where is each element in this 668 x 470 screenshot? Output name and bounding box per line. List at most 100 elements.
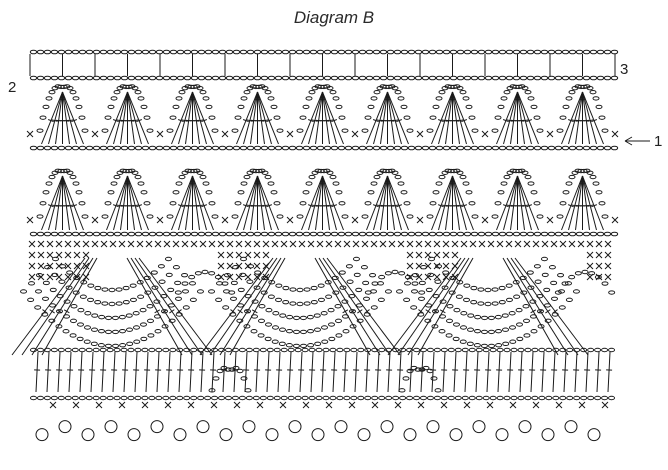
chain-stitch xyxy=(503,174,511,180)
chain-stitch xyxy=(289,287,297,292)
chain-stitch xyxy=(459,339,467,344)
chain-stitch xyxy=(460,311,468,316)
double-crochet xyxy=(63,309,70,314)
chain-stitch xyxy=(78,75,87,81)
chain-stitch xyxy=(280,395,288,401)
double-crochet-fan xyxy=(51,204,58,207)
single-crochet xyxy=(595,240,603,248)
chain-stitch xyxy=(106,49,115,55)
double-crochet-fan xyxy=(257,175,272,231)
chain-stitch xyxy=(66,85,74,91)
chain-stitch xyxy=(104,343,112,349)
double-crochet-fan xyxy=(308,91,323,145)
double-crochet xyxy=(42,309,48,314)
chain-stitch xyxy=(183,347,191,353)
chain-stitch xyxy=(83,339,91,344)
double-crochet-fan xyxy=(266,119,273,123)
chain-stitch xyxy=(214,274,222,280)
chain-stitch xyxy=(253,145,262,151)
double-crochet-fan xyxy=(323,119,330,122)
treble-crochet xyxy=(552,351,556,393)
chain-stitch xyxy=(48,174,56,180)
chain-stitch xyxy=(338,270,346,275)
chain-stitch xyxy=(78,49,87,55)
chain-stitch xyxy=(48,318,56,323)
chain-stitch xyxy=(69,89,77,95)
single-crochet xyxy=(271,240,279,248)
chain-stitch xyxy=(232,231,241,237)
chain-stitch xyxy=(420,265,428,270)
double-crochet-fan xyxy=(308,175,323,231)
chain-stitch xyxy=(364,115,372,120)
single-crochet xyxy=(37,251,45,259)
chain-stitch xyxy=(50,347,58,353)
chain-stitch xyxy=(182,305,190,310)
chain-stitch xyxy=(239,231,248,237)
chain-stitch xyxy=(397,96,405,101)
double-crochet-fan xyxy=(373,91,388,145)
treble-crochet xyxy=(563,351,567,393)
double-crochet-fan xyxy=(387,175,402,231)
chain-stitch xyxy=(97,343,105,348)
chain-stitch xyxy=(225,75,234,81)
double-crochet xyxy=(176,309,182,314)
chain-stitch xyxy=(294,347,302,353)
chain-stitch xyxy=(272,311,280,316)
double-crochet-fan xyxy=(568,175,583,231)
chain-stitch xyxy=(505,75,514,81)
chain-stitch xyxy=(189,297,197,303)
chain-stitch xyxy=(548,265,556,270)
chain-stitch xyxy=(495,328,502,334)
chain-stitch xyxy=(126,327,133,332)
chain-stitch xyxy=(172,104,180,110)
chain-stitch xyxy=(424,318,432,323)
chain-stitch xyxy=(357,395,365,401)
chain-stitch xyxy=(587,395,595,401)
chain-stitch xyxy=(440,395,448,401)
double-crochet-fan xyxy=(257,91,279,145)
double-crochet-fan xyxy=(127,91,149,145)
chain-stitch xyxy=(155,347,163,353)
single-crochet xyxy=(233,401,241,409)
chain-stitch xyxy=(601,395,609,401)
chain-stitch xyxy=(384,289,392,294)
chain-stitch xyxy=(573,395,581,401)
double-crochet-fan xyxy=(510,91,518,145)
chain-stitch xyxy=(430,376,438,381)
chain-stitch xyxy=(329,174,337,180)
double-crochet xyxy=(251,309,258,314)
double-crochet-fan xyxy=(582,175,604,231)
chain-stitch xyxy=(286,314,294,320)
double-crochet-fan xyxy=(181,204,188,207)
chain-stitch xyxy=(523,318,530,324)
chain-stitch xyxy=(305,181,313,186)
chain-stitch xyxy=(64,347,72,353)
chain-stitch xyxy=(94,285,102,291)
chain-stitch xyxy=(445,333,453,338)
double-crochet-fan xyxy=(388,119,395,122)
single-crochet xyxy=(478,240,486,248)
chain-stitch xyxy=(594,395,602,401)
double-crochet xyxy=(552,309,558,314)
treble-crochet xyxy=(354,351,358,393)
chain-stitch xyxy=(509,339,517,344)
chain-stitch xyxy=(299,115,307,120)
chain-stitch xyxy=(199,89,207,95)
chain-stitch xyxy=(98,314,106,320)
single-crochet xyxy=(394,401,402,409)
chain-stitch xyxy=(252,347,260,353)
chain-stitch xyxy=(29,49,38,55)
chain-stitch xyxy=(208,271,216,276)
chain-stitch xyxy=(580,395,588,401)
chain-stitch xyxy=(175,296,182,301)
chain-stitch xyxy=(392,347,400,353)
chain-stitch xyxy=(512,231,521,237)
double-crochet-fan xyxy=(128,204,135,207)
chain-stitch xyxy=(176,395,184,401)
chain-stitch xyxy=(491,301,499,306)
chain-stitch xyxy=(190,49,199,55)
chain-stitch xyxy=(344,145,353,151)
double-crochet-fan xyxy=(582,175,590,231)
double-crochet-fan xyxy=(437,204,444,208)
chain-stitch xyxy=(446,304,454,309)
